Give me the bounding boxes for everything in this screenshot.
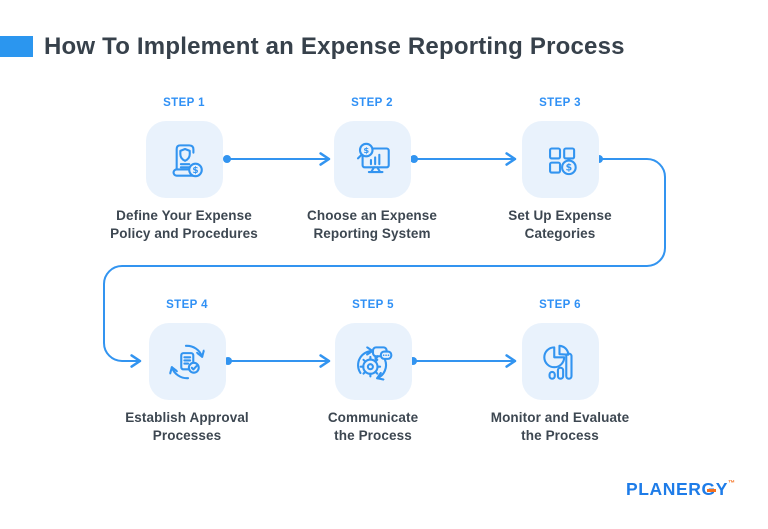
step-4: STEP 4 Establish Approval Processes (92, 298, 282, 444)
approval-processes-icon (164, 344, 210, 379)
monitor-evaluate-icon (543, 344, 573, 380)
svg-text:$: $ (192, 166, 198, 176)
step-5-caption: Communicate the Process (327, 410, 419, 443)
reporting-system-icon: $ (356, 142, 390, 173)
step-2-label: STEP 2 (351, 97, 393, 109)
logo-g-accent (707, 489, 716, 493)
step-1-caption: Define Your Expense Policy and Procedure… (110, 208, 258, 241)
step-5: STEP 5 Communicate the Process (278, 298, 468, 444)
svg-text:$: $ (363, 144, 369, 154)
expense-categories-icon: $ (549, 146, 577, 175)
step-6-label: STEP 6 (539, 299, 581, 311)
step-6-icon-box (521, 323, 599, 400)
step-2-icon-box: $ (333, 121, 411, 198)
step-5-label: STEP 5 (352, 299, 394, 311)
step-4-label: STEP 4 (166, 299, 208, 311)
logo-text: PLANERGY (626, 479, 729, 499)
step-3-caption: Set Up Expense Categories (508, 208, 612, 241)
step-3-icon-box: $ (521, 121, 599, 198)
step-2-caption: Choose an Expense Reporting System (307, 208, 437, 241)
step-2: STEP 2 $ Choose an Expense Reporting Sys… (277, 96, 467, 242)
page-title: How To Implement an Expense Reporting Pr… (44, 33, 625, 60)
step-6: STEP 6 Monitor and Evaluate the Process (465, 298, 655, 444)
policy-document-icon: $ (172, 143, 203, 177)
step-1: STEP 1 $ Define Your Expense Policy and … (89, 96, 279, 242)
svg-text:$: $ (566, 162, 573, 173)
step-6-caption: Monitor and Evaluate the Process (490, 410, 630, 443)
step-1-label: STEP 1 (163, 97, 205, 109)
communicate-process-icon (357, 345, 393, 385)
step-3: STEP 3 $ Set Up Expense Categories (465, 96, 655, 242)
logo-trademark: ™ (728, 480, 736, 487)
title-accent-bar (0, 36, 33, 57)
step-3-label: STEP 3 (539, 97, 581, 109)
step-4-icon-box (148, 323, 226, 400)
step-1-icon-box: $ (145, 121, 223, 198)
step-5-icon-box (334, 323, 412, 400)
step-4-caption: Establish Approval Processes (125, 410, 249, 443)
